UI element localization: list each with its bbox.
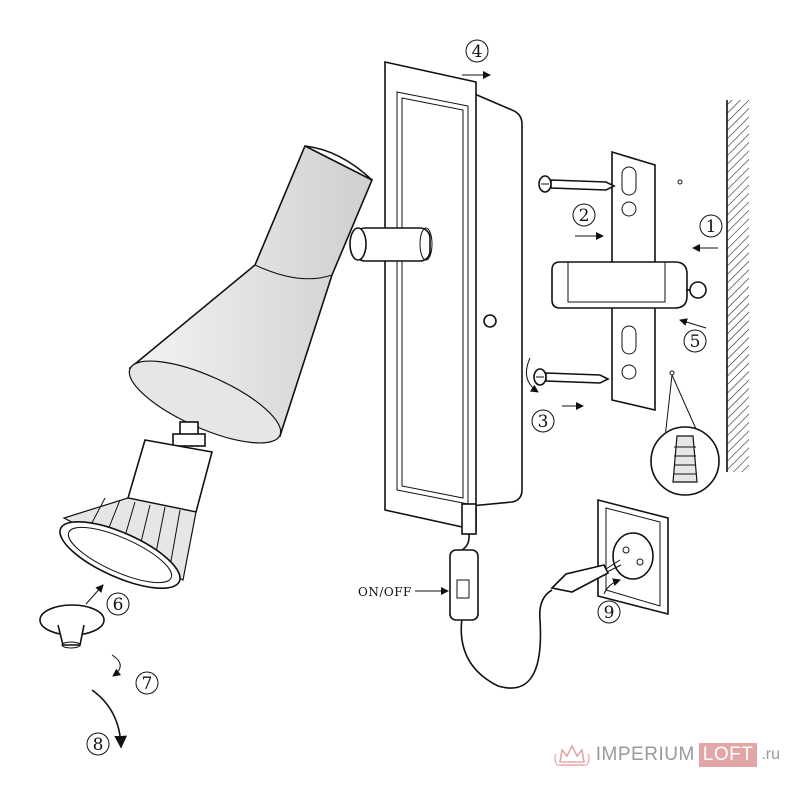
- step-7-number: 7: [142, 674, 153, 694]
- step-9-label: 9: [597, 600, 621, 624]
- step-7-label: 7: [135, 671, 159, 695]
- step-labels: 1 2 3 4 5 6 7 8: [86, 39, 723, 756]
- watermark-text-loft: LOFT: [698, 743, 758, 767]
- step-9-number: 9: [604, 603, 615, 623]
- wall-plate: [384, 61, 523, 535]
- wall-plug-detail: [650, 374, 720, 496]
- step-2-label: 2: [572, 203, 596, 227]
- power-cord: [460, 533, 553, 689]
- power-plug: [550, 559, 622, 593]
- step-6-number: 6: [113, 595, 124, 615]
- step-1-label: 1: [699, 214, 723, 238]
- lamp-shade: [128, 144, 374, 444]
- retaining-clip: [39, 604, 105, 649]
- mounting-bracket: [551, 150, 688, 412]
- step-6-label: 6: [106, 592, 130, 616]
- inline-switch: [449, 549, 479, 621]
- bracket-bolt: [686, 281, 707, 299]
- instruction-arrows: [85, 71, 718, 749]
- step-5-label: 5: [683, 329, 707, 353]
- step-1-number: 1: [706, 217, 717, 237]
- crown-logo-icon: [554, 744, 590, 767]
- step-8-label: 8: [86, 732, 110, 756]
- wall-socket: [597, 498, 669, 616]
- step-2-number: 2: [579, 206, 590, 226]
- step-4-number: 4: [472, 42, 483, 62]
- lamp-arm: [349, 227, 433, 262]
- step-4-label: 4: [465, 39, 489, 63]
- screw-upper: [538, 175, 683, 193]
- gu10-bulb: [59, 421, 213, 590]
- switch-label: ON/OFF: [358, 585, 412, 599]
- watermark-text-imperium: IMPERIUM: [595, 744, 695, 765]
- watermark-text-domain: .ru: [761, 746, 780, 763]
- watermark: IMPERIUM LOFT .ru: [552, 740, 780, 770]
- screw-lower: [533, 368, 675, 386]
- step-3-number: 3: [538, 412, 549, 432]
- step-8-number: 8: [93, 735, 104, 755]
- step-3-label: 3: [531, 409, 555, 433]
- step-5-number: 5: [690, 332, 701, 352]
- wall: [726, 100, 749, 472]
